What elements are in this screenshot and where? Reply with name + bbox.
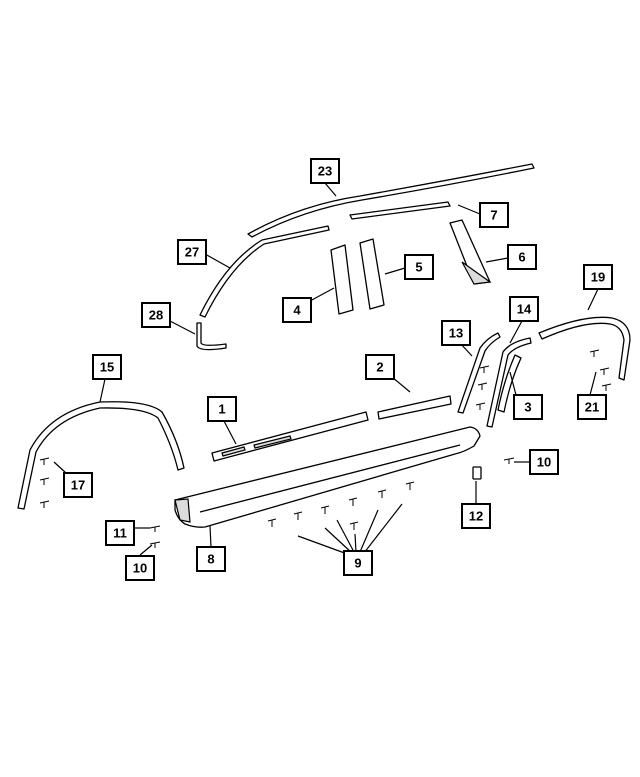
callout-17: 17: [63, 472, 93, 498]
callout-5: 5: [404, 254, 434, 280]
part-rear-door-lower-molding: [497, 354, 522, 413]
part-front-door-upper-molding: [457, 332, 501, 414]
part-a-pillar-molding: [199, 225, 330, 318]
screw-fastener: [149, 525, 161, 532]
push-pin-fastener: [267, 518, 277, 527]
callout-14: 14: [509, 296, 539, 322]
part-nameplate-molding: [211, 411, 369, 462]
part-rear-wheel-flare: [538, 316, 631, 381]
svg-text:3: 3: [524, 400, 531, 415]
part-clip: [472, 466, 482, 480]
svg-text:10: 10: [133, 561, 147, 576]
callout-1: 1: [207, 396, 237, 422]
svg-text:17: 17: [71, 478, 85, 493]
part-b-pillar-applique: [330, 244, 354, 315]
push-pin-fastener: [320, 505, 330, 514]
push-pin-fastener: [349, 521, 359, 530]
retainer-fastener: [39, 457, 50, 465]
callout-28: 28: [141, 302, 171, 328]
callout-13: 13: [441, 320, 471, 346]
svg-text:10: 10: [537, 455, 551, 470]
screw-fastener: [149, 541, 161, 548]
callout-6: 6: [507, 244, 537, 270]
part-upper-door-molding: [349, 201, 451, 220]
svg-text:23: 23: [318, 164, 332, 179]
svg-text:11: 11: [113, 526, 127, 541]
svg-text:27: 27: [185, 245, 199, 260]
callout-10-lower: 10: [125, 555, 155, 581]
retainer-fastener: [589, 349, 600, 357]
svg-text:8: 8: [207, 552, 214, 567]
part-rocker-molding: [174, 426, 481, 528]
callout-3: 3: [513, 394, 543, 420]
part-rear-door-upper-molding: [486, 337, 532, 428]
svg-text:2: 2: [376, 360, 383, 375]
svg-text:7: 7: [490, 208, 497, 223]
retainer-fastener: [477, 382, 488, 390]
callout-15: 15: [92, 354, 122, 380]
callout-23: 23: [310, 158, 340, 184]
callout-7: 7: [479, 202, 509, 228]
callout-12: 12: [461, 503, 491, 529]
callout-8: 8: [196, 546, 226, 572]
part-door-molding: [377, 395, 452, 420]
callout-21: 21: [577, 394, 607, 420]
callout-10: 10: [529, 449, 559, 475]
part-bent-molding: [196, 322, 227, 351]
part-roof-molding: [247, 163, 535, 238]
part-c-pillar-applique: [359, 238, 385, 310]
retainer-fastener: [39, 477, 50, 485]
push-pin-fastener: [348, 497, 358, 506]
retainer-fastener: [479, 365, 490, 373]
callout-9: 9: [343, 550, 373, 576]
callout-27: 27: [177, 239, 207, 265]
svg-text:6: 6: [518, 250, 525, 265]
retainer-fastener: [601, 383, 612, 391]
svg-text:15: 15: [100, 360, 114, 375]
svg-text:9: 9: [354, 556, 361, 571]
retainer-fastener: [39, 500, 50, 508]
svg-text:13: 13: [449, 326, 463, 341]
callout-2: 2: [365, 354, 395, 380]
callout-11: 11: [105, 520, 135, 546]
callout-4: 4: [282, 297, 312, 323]
svg-text:5: 5: [415, 260, 422, 275]
push-pin-fastener: [405, 481, 415, 490]
push-pin-fastener: [377, 489, 387, 498]
svg-text:4: 4: [293, 303, 301, 318]
part-rear-door-applique: [449, 219, 492, 285]
svg-text:14: 14: [517, 302, 532, 317]
screw-fastener: [503, 457, 515, 464]
part-front-wheel-flare: [17, 401, 185, 510]
callout-19: 19: [583, 264, 613, 290]
fasteners: [39, 349, 612, 548]
retainer-fastener: [599, 367, 610, 375]
push-pin-fastener: [293, 511, 303, 520]
svg-text:1: 1: [218, 402, 225, 417]
svg-text:12: 12: [469, 509, 483, 524]
retainer-fastener: [475, 402, 486, 410]
svg-text:19: 19: [591, 270, 605, 285]
svg-text:21: 21: [585, 400, 599, 415]
svg-text:28: 28: [149, 308, 163, 323]
